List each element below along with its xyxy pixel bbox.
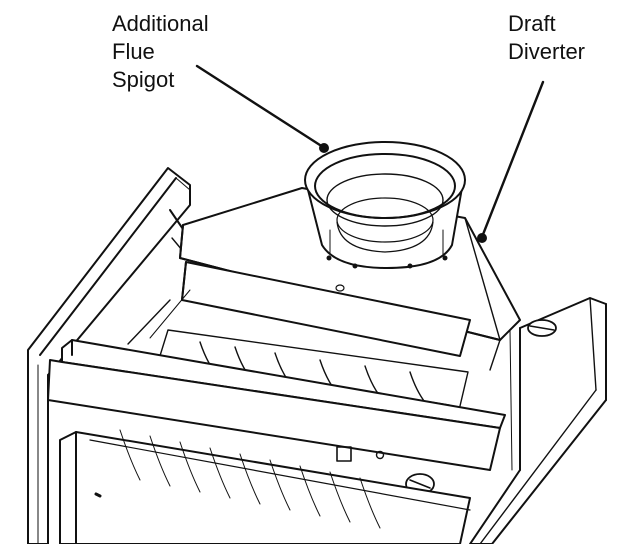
flue-spigot — [304, 141, 466, 269]
callout-draft-diverter: Draft Diverter — [508, 10, 585, 66]
callout-line: Diverter — [508, 39, 586, 64]
firebox-interior — [127, 261, 501, 371]
control-knob — [527, 319, 557, 337]
callout-line: Draft — [508, 11, 556, 36]
callout-line: Spigot — [112, 67, 175, 92]
leader-lines — [195, 64, 545, 243]
spigot-leader-line — [195, 64, 325, 149]
right-side-panel — [469, 297, 607, 545]
callout-line: Flue — [112, 39, 155, 64]
diverter-leader-dot — [477, 233, 487, 243]
callout-additional-flue-spigot: Additional Flue Spigot — [112, 10, 209, 94]
glass-door — [59, 429, 471, 545]
diverter-leader-line — [480, 80, 545, 239]
spigot-leader-dot — [319, 143, 329, 153]
callout-line: Additional — [112, 11, 209, 36]
